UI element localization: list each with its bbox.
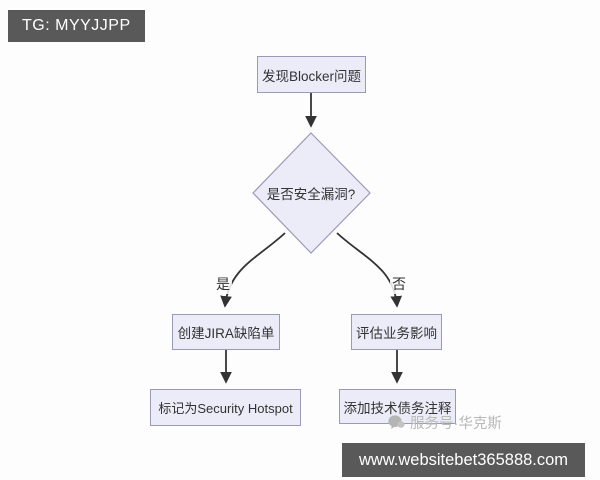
edge-decision-assess xyxy=(336,232,403,308)
decision-diamond-shape xyxy=(252,132,371,254)
node-assess-business-impact: 评估业务影响 xyxy=(351,314,442,350)
node-found-blocker: 发现Blocker问题 xyxy=(257,56,366,93)
node-decision-security-vulnerability: 是否安全漏洞? xyxy=(266,187,356,202)
node-create-jira-ticket: 创建JIRA缺陷单 xyxy=(172,314,280,350)
chat-bubble-icon xyxy=(388,415,405,430)
node-mark-security-hotspot: 标记为Security Hotspot xyxy=(150,389,301,426)
tg-badge: TG: MYYJJPP xyxy=(8,10,145,42)
url-bar: www.websitebet365888.com xyxy=(342,443,585,477)
watermark-text: 服务号·华克斯 xyxy=(410,416,502,432)
watermark: 服务号·华克斯 xyxy=(388,412,502,433)
edge-label-yes: 是 xyxy=(214,274,232,294)
edge-label-no: 否 xyxy=(390,274,408,294)
edge-decision-jira xyxy=(220,232,286,308)
